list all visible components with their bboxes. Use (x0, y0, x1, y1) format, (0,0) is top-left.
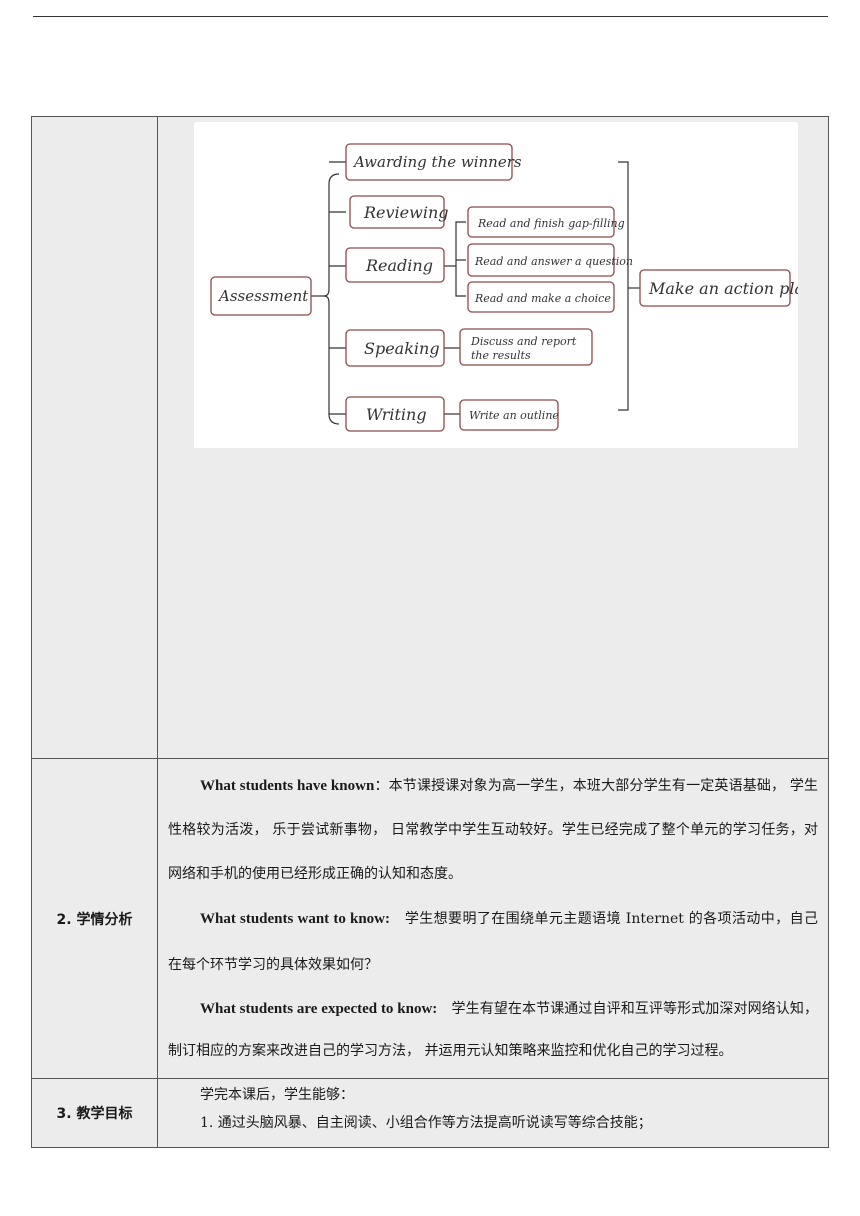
student-analysis-cell: What students have known：本节课授课对象为高一学生，本班… (157, 758, 829, 1079)
section-label: 2. 学情分析 (31, 758, 158, 1079)
writing-node (345, 396, 445, 432)
assessment-label: Assessment (217, 287, 309, 305)
speaking-label: Speaking (364, 339, 440, 358)
table-row: 2. 学情分析 What students have known：本节课授课对象… (31, 758, 829, 1079)
expected-body: 学生有望在本节课通过自评和互评等形式加深对网络认知，制订相应的方案来改进自己的学… (168, 1001, 819, 1059)
section-label: 3. 教学目标 (31, 1078, 158, 1148)
table-row: 3. 教学目标 学完本课后，学生能够： 1. 通过头脑风暴、自主阅读、小组合作等… (31, 1078, 829, 1148)
objectives-cell: 学完本课后，学生能够： 1. 通过头脑风暴、自主阅读、小组合作等方法提高听说读写… (157, 1078, 829, 1148)
answer-question-label: Read and answer a question (474, 255, 633, 268)
writing-label: Writing (366, 405, 427, 424)
table-row: Assessment Awarding the winners Reviewin… (31, 116, 829, 759)
reviewing-node (349, 195, 445, 229)
answer-question-node (467, 243, 615, 277)
make-choice-node (467, 281, 615, 313)
outline-label: Write an outline (469, 409, 559, 422)
reading-node (345, 247, 445, 283)
discuss-node (459, 328, 593, 366)
expected-paragraph: What students are expected to know: 学生有望… (158, 988, 828, 1072)
gap-filling-label: Read and finish gap-filling (477, 217, 625, 230)
expected-heading: What students are expected to know: (200, 1001, 438, 1017)
want-paragraph: What students want to know: 学生想要明了在围绕单元主… (158, 896, 828, 988)
gap-filling-node (467, 206, 615, 238)
make-choice-label: Read and make a choice (474, 292, 611, 305)
lesson-plan-table: Assessment Awarding the winners Reviewin… (31, 116, 829, 1148)
assessment-mind-map: Assessment Awarding the winners Reviewin… (194, 122, 798, 448)
want-body: 学生想要明了在围绕单元主题语境 Internet 的各项活动中，自己在每个环节学… (168, 911, 818, 973)
awarding-node (345, 143, 513, 181)
header-rule (33, 16, 828, 17)
speaking-node (345, 329, 445, 367)
discuss-label-1: Discuss and report (470, 335, 577, 348)
assessment-node (210, 276, 312, 316)
known-paragraph: What students have known：本节课授课对象为高一学生，本班… (158, 762, 828, 896)
empty-label-cell (31, 116, 158, 759)
outline-node (459, 399, 559, 431)
known-heading: What students have known (200, 778, 375, 794)
action-plan-label: Make an action plan (648, 279, 798, 298)
known-body: ：本节课授课对象为高一学生，本班大部分学生有一定英语基础， 学生性格较为活泼， … (168, 778, 819, 882)
reading-label: Reading (365, 256, 433, 275)
objective-item: 1. 通过头脑风暴、自主阅读、小组合作等方法提高听说读写等综合技能； (200, 1115, 652, 1131)
objectives-intro: 学完本课后，学生能够： (200, 1087, 354, 1103)
want-heading: What students want to know: (200, 911, 390, 927)
reviewing-label: Reviewing (363, 203, 449, 222)
awarding-label: Awarding the winners (352, 153, 522, 171)
discuss-label-2: the results (471, 349, 531, 362)
diagram-cell: Assessment Awarding the winners Reviewin… (157, 116, 829, 759)
action-plan-node (639, 269, 791, 307)
